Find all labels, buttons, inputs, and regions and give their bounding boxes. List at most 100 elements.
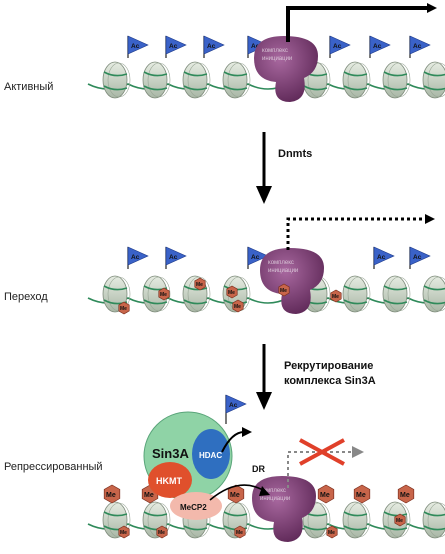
methyl-mark: Me bbox=[118, 301, 130, 315]
acetyl-label: Ac bbox=[373, 43, 382, 50]
methyl-label: Me bbox=[234, 304, 241, 310]
nucleosome bbox=[422, 501, 445, 539]
methyl-label: Me bbox=[144, 492, 154, 499]
methyl-label: Me bbox=[120, 530, 127, 536]
release-arrow-head bbox=[242, 427, 252, 437]
methyl-label: Me bbox=[230, 492, 240, 499]
nucleosome bbox=[142, 275, 171, 313]
acetyl-flag: Ac bbox=[127, 246, 149, 269]
methyl-label: Me bbox=[328, 530, 335, 536]
initiation-label-2: инициации bbox=[268, 268, 298, 274]
label-active: Активный bbox=[4, 81, 53, 93]
methyl-label: Me bbox=[280, 288, 287, 294]
methyl-mark: Me bbox=[278, 283, 290, 297]
step-label-recruit-2: комплекса Sin3A bbox=[284, 375, 376, 387]
acetyl-flag: Ac bbox=[247, 246, 269, 269]
dr-label: DR bbox=[252, 464, 265, 474]
methyl-mark: Me bbox=[234, 525, 246, 539]
methyl-label: Me bbox=[320, 492, 330, 499]
svg-text:Ac: Ac bbox=[229, 402, 238, 409]
transcription-arrow-active bbox=[286, 3, 437, 42]
dr-arrow-head bbox=[259, 486, 270, 496]
initiation-complex: комплекс инициации bbox=[252, 476, 316, 542]
methyl-label: Me bbox=[236, 530, 243, 536]
initiation-complex: комплекс инициации bbox=[254, 36, 318, 102]
methyl-label: Me bbox=[196, 282, 203, 288]
acetyl-label: Ac bbox=[251, 254, 260, 261]
methyl-mark: Me bbox=[397, 484, 415, 504]
methyl-mark: Me bbox=[103, 484, 121, 504]
nucleosome bbox=[102, 61, 131, 99]
mecp2-label: MeCP2 bbox=[180, 503, 207, 512]
block-cross bbox=[299, 438, 345, 466]
hkmt-subunit bbox=[148, 462, 192, 498]
acetyl-label: Ac bbox=[131, 43, 140, 50]
initiation-label-1: комплекс bbox=[262, 48, 288, 54]
methyl-label: Me bbox=[228, 290, 235, 296]
nucleosome bbox=[182, 61, 211, 99]
released-acetyl-flag: Ac bbox=[225, 394, 247, 424]
blocked-transcription bbox=[287, 451, 352, 488]
initiation-complex: комплекс инициации bbox=[260, 248, 324, 314]
methyl-mark: Me bbox=[227, 484, 245, 504]
acetyl-flag: Ac bbox=[203, 35, 225, 58]
acetyl-label: Ac bbox=[169, 254, 178, 261]
acetyl-flag: Ac bbox=[409, 246, 431, 269]
acetyl-label: Ac bbox=[131, 254, 140, 261]
methyl-label: Me bbox=[400, 492, 410, 499]
acetyl-flag: Ac bbox=[165, 246, 187, 269]
step-label-dnmts: Dnmts bbox=[278, 148, 312, 160]
step-arrow-2-head bbox=[256, 392, 272, 410]
acetyl-flag: Ac bbox=[127, 35, 149, 58]
nucleosome bbox=[142, 61, 171, 99]
methyl-label: Me bbox=[160, 292, 167, 298]
nucleosome bbox=[382, 61, 411, 99]
nucleosome bbox=[342, 275, 371, 313]
nucleosome bbox=[422, 61, 445, 99]
acetyl-flag: Ac bbox=[369, 35, 391, 58]
acetyl-label: Ac bbox=[207, 43, 216, 50]
methyl-mark: Me bbox=[317, 484, 335, 504]
nucleosome bbox=[382, 275, 411, 313]
initiation-label-2: инициации bbox=[262, 56, 292, 62]
methyl-mark: Me bbox=[194, 277, 206, 291]
methyl-mark: Me bbox=[156, 525, 168, 539]
hdac-label: HDAC bbox=[199, 451, 222, 460]
sin3a-complex: Sin3A HDAC HKMT MeCP2 bbox=[143, 411, 233, 520]
hkmt-label: HKMT bbox=[156, 476, 182, 486]
acetyl-flag: Ac bbox=[373, 246, 395, 269]
step-arrow-1-head bbox=[256, 186, 272, 204]
blocked-transcription-head bbox=[352, 446, 364, 458]
acetyl-label: Ac bbox=[169, 43, 178, 50]
nucleosome bbox=[222, 61, 251, 99]
methyl-label: Me bbox=[158, 530, 165, 536]
acetyl-label: Ac bbox=[413, 254, 422, 261]
methyl-mark: Me bbox=[226, 285, 238, 299]
acetyl-flag: Ac bbox=[165, 35, 187, 58]
hdac-subunit bbox=[192, 429, 230, 479]
label-transition: Переход bbox=[4, 291, 48, 303]
methyl-label: Me bbox=[120, 306, 127, 312]
acetyl-flag: Ac bbox=[329, 35, 351, 58]
methyl-mark: Me bbox=[118, 525, 130, 539]
methyl-mark: Me bbox=[158, 287, 170, 301]
methyl-mark: Me bbox=[232, 299, 244, 313]
methyl-label: Me bbox=[356, 492, 366, 499]
acetyl-label: Ac bbox=[333, 43, 342, 50]
initiation-label-1: комплекс bbox=[268, 260, 294, 266]
methyl-label: Me bbox=[332, 294, 339, 300]
nucleosome bbox=[342, 61, 371, 99]
mecp2-subunit bbox=[170, 492, 222, 520]
label-repressed: Репрессированный bbox=[4, 461, 103, 473]
initiation-label-1: комплекс bbox=[260, 488, 286, 494]
acetyl-label: Ac bbox=[413, 43, 422, 50]
methyl-mark: Me bbox=[330, 289, 342, 303]
methyl-label: Me bbox=[396, 518, 403, 524]
methyl-label: Me bbox=[106, 492, 116, 499]
initiation-label-2: инициации bbox=[260, 496, 290, 502]
acetyl-flag: Ac bbox=[409, 35, 431, 58]
